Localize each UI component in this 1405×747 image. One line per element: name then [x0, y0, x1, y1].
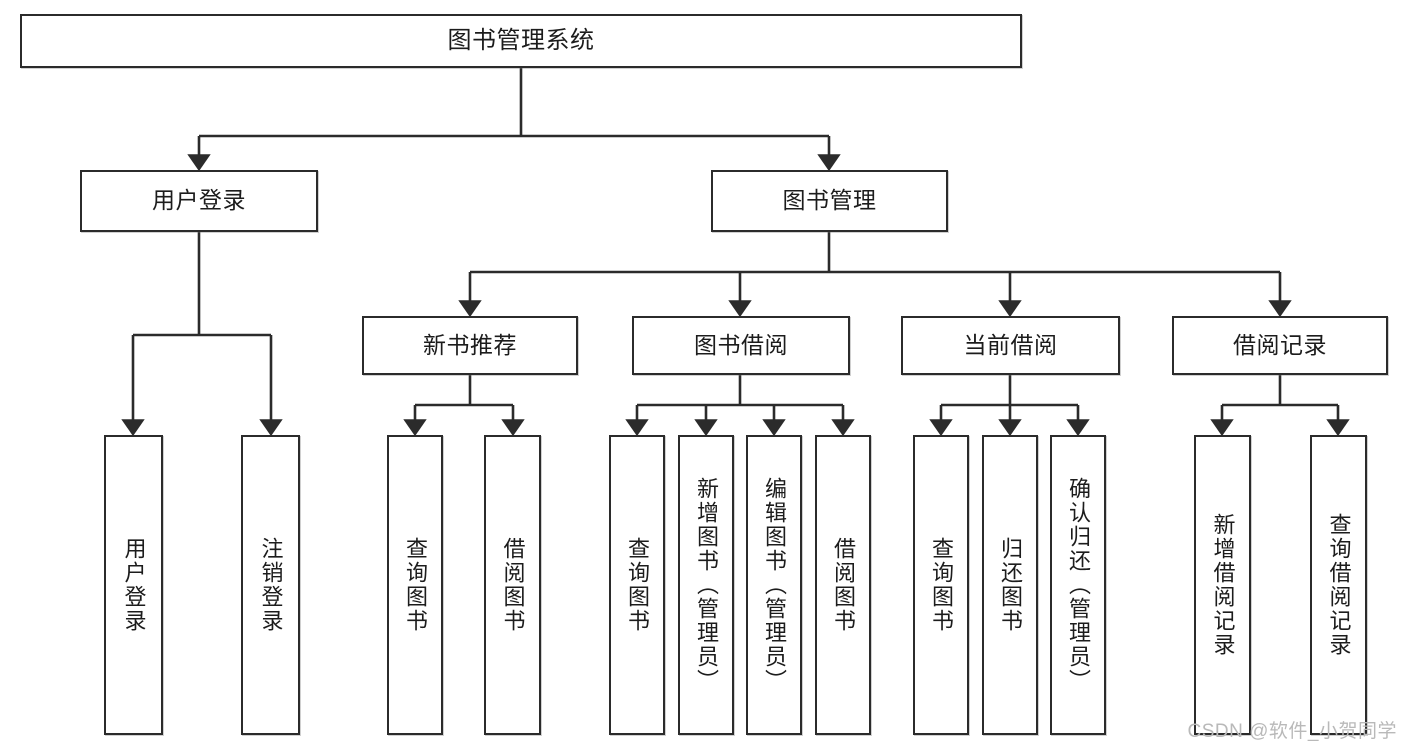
- node-borrow-record[interactable]: 借阅记录: [1172, 316, 1388, 375]
- node-label: 借阅记录: [1233, 331, 1327, 358]
- node-label: 新增借阅记录: [1210, 513, 1236, 657]
- node-new-book-recommend[interactable]: 新书推荐: [362, 316, 578, 375]
- node-label: 查询图书: [403, 537, 428, 633]
- leaf-borrow-book[interactable]: 借阅图书: [815, 435, 871, 735]
- leaf-user-login[interactable]: 用户登录: [104, 435, 163, 735]
- leaf-query-borrow-record[interactable]: 查询借阅记录: [1310, 435, 1367, 735]
- node-label: 查询图书: [625, 537, 650, 633]
- node-label: 归还图书: [998, 537, 1023, 633]
- node-label: 用户登录: [152, 187, 246, 214]
- leaf-confirm-return-admin[interactable]: 确认归还（管理员）: [1050, 435, 1106, 735]
- leaf-edit-book-admin[interactable]: 编辑图书（管理员）: [746, 435, 802, 735]
- node-label: 当前借阅: [963, 331, 1058, 358]
- node-label: 新书推荐: [423, 331, 517, 358]
- node-label: 注销登录: [258, 537, 284, 633]
- node-label: 借阅图书: [831, 537, 856, 633]
- node-label: 新增图书（管理员）: [694, 477, 719, 693]
- node-label: 图书管理系统: [447, 26, 595, 54]
- leaf-add-book-admin[interactable]: 新增图书（管理员）: [678, 435, 734, 735]
- node-user-login[interactable]: 用户登录: [80, 170, 318, 232]
- leaf-borrow-book-recommend[interactable]: 借阅图书: [484, 435, 541, 735]
- node-label: 用户登录: [121, 537, 147, 633]
- node-label: 图书借阅: [694, 331, 788, 358]
- node-label: 查询图书: [929, 537, 954, 633]
- node-label: 借阅图书: [500, 537, 526, 633]
- leaf-add-borrow-record[interactable]: 新增借阅记录: [1194, 435, 1251, 735]
- node-book-borrow[interactable]: 图书借阅: [632, 316, 850, 375]
- leaf-query-book-recommend[interactable]: 查询图书: [387, 435, 443, 735]
- node-label: 图书管理: [782, 187, 877, 214]
- leaf-query-book-current[interactable]: 查询图书: [913, 435, 969, 735]
- leaf-logout[interactable]: 注销登录: [241, 435, 300, 735]
- node-root-book-management-system[interactable]: 图书管理系统: [20, 14, 1022, 68]
- node-book-management[interactable]: 图书管理: [711, 170, 948, 232]
- csdn-watermark: CSDN @软件_小贺同学: [1187, 721, 1397, 742]
- node-label: 编辑图书（管理员）: [762, 477, 787, 693]
- leaf-query-book-borrow[interactable]: 查询图书: [609, 435, 665, 735]
- leaf-return-book[interactable]: 归还图书: [982, 435, 1038, 735]
- node-label: 确认归还（管理员）: [1066, 477, 1091, 693]
- node-current-borrow[interactable]: 当前借阅: [901, 316, 1120, 375]
- node-label: 查询借阅记录: [1326, 513, 1352, 657]
